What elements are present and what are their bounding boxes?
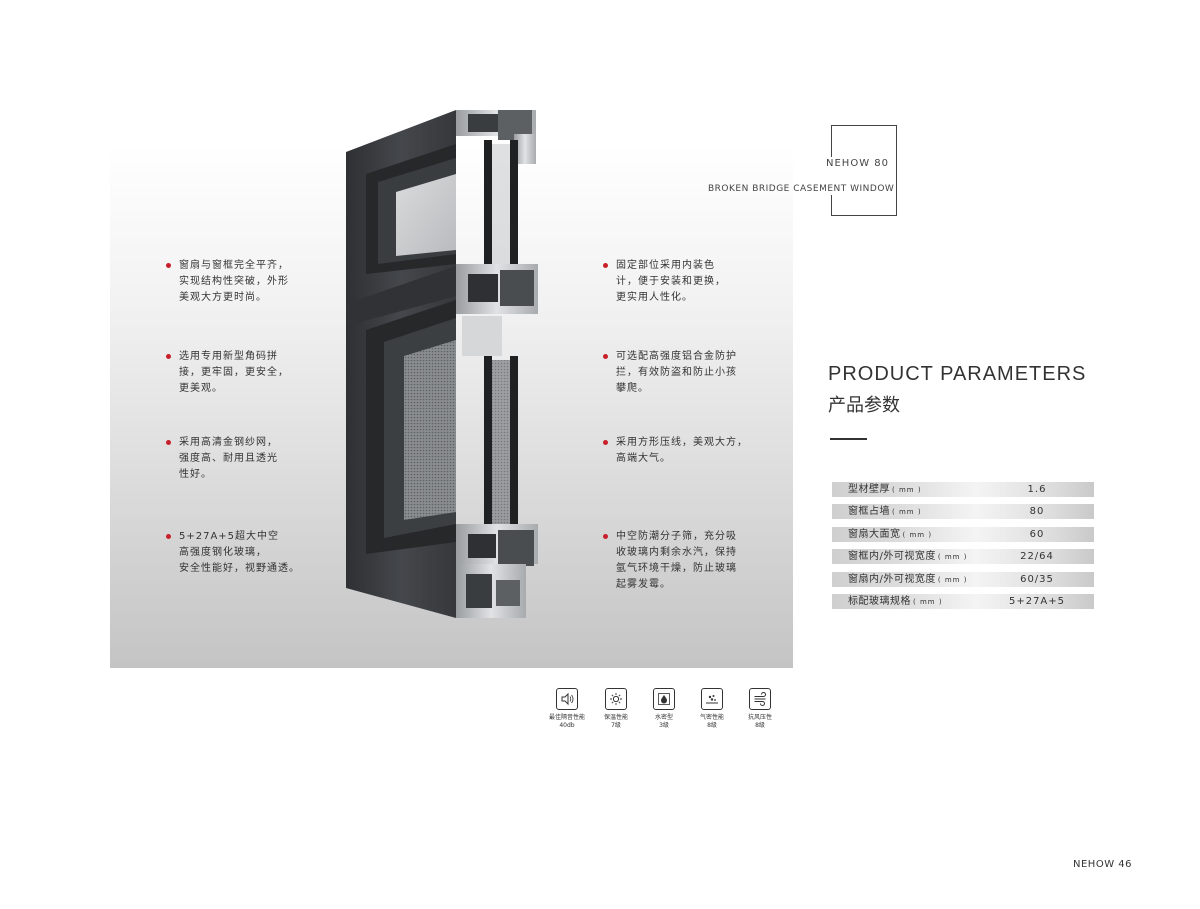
performance-item: 气密性能 8级	[688, 688, 736, 730]
parameter-value: 5+27A+5	[1008, 595, 1066, 607]
performance-item: 抗风压性 8级	[736, 688, 784, 730]
parameter-row: 窗扇内/外可视宽度( mm ) 60/35	[832, 571, 1094, 587]
page-number: NEHOW 46	[1073, 859, 1132, 870]
performance-name: 水密型	[654, 714, 673, 721]
feature-left-3: 采用高清金钢纱网， 强度高、耐用且透光 性好。	[166, 435, 278, 483]
parameters-title-cn: 产品参数	[828, 395, 900, 416]
title-frame-gap	[820, 157, 890, 195]
parameter-row: 窗框内/外可视宽度( mm ) 22/64	[832, 549, 1094, 565]
bullet-dot	[166, 440, 171, 445]
window-profile-illustration	[346, 110, 538, 618]
parameter-label: 窗框占墙	[848, 506, 890, 518]
bullet-dot	[603, 263, 608, 268]
performance-name: 气密性能	[699, 714, 724, 721]
parameter-unit: ( mm )	[937, 553, 968, 562]
product-subtitle: BROKEN BRIDGE CASEMENT WINDOW	[708, 184, 895, 194]
parameter-unit: ( mm )	[902, 530, 933, 539]
feature-left-2: 选用专用新型角码拼 接，更牢固，更安全， 更美观。	[166, 349, 289, 397]
parameter-label: 型材壁厚	[848, 484, 890, 495]
parameter-row: 型材壁厚( mm ) 1.6	[832, 482, 1094, 497]
bullet-dot	[166, 263, 171, 268]
bullet-dot	[603, 354, 608, 359]
performance-level: 3级	[659, 722, 669, 729]
performance-icons: 最佳隔音性能 40db 保温性能 7级 水密型 3级 气密性能 8级 抗风压性 …	[548, 688, 778, 738]
water-tightness-icon	[653, 688, 675, 710]
bullet-dot	[603, 534, 608, 539]
parameter-label: 标配玻璃规格	[848, 595, 911, 607]
performance-name: 抗风压性	[747, 714, 772, 721]
bullet-dot	[603, 440, 608, 445]
sound-insulation-icon	[556, 688, 578, 710]
feature-right-3: 采用方形压线，美观大方， 高端大气。	[603, 435, 748, 467]
parameter-label: 窗框内/外可视宽度	[848, 551, 936, 563]
performance-name: 保温性能	[603, 714, 628, 721]
performance-name: 最佳隔音性能	[548, 714, 585, 721]
performance-item: 保温性能 7级	[592, 688, 640, 730]
performance-level: 40db	[559, 722, 575, 729]
performance-level: 8级	[707, 722, 717, 729]
parameter-row: 标配玻璃规格( mm ) 5+27A+5	[832, 593, 1094, 609]
bullet-dot	[166, 534, 171, 539]
parameter-value: 80	[1029, 506, 1045, 518]
parameter-value: 1.6	[1027, 484, 1047, 495]
bullet-dot	[166, 354, 171, 359]
wind-pressure-icon	[749, 688, 771, 710]
parameters-table: 型材壁厚( mm ) 1.6 窗框占墙( mm ) 80 窗扇大面宽( mm )…	[832, 482, 1094, 616]
parameter-row: 窗扇大面宽( mm ) 60	[832, 526, 1094, 542]
parameter-label: 窗扇内/外可视宽度	[848, 573, 936, 585]
feature-right-1: 固定部位采用内装色 计，便于安装和更换， 更实用人性化。	[603, 258, 726, 306]
thermal-insulation-icon	[605, 688, 627, 710]
parameter-unit: ( mm )	[937, 575, 968, 584]
parameter-label: 窗扇大面宽	[848, 528, 901, 540]
parameter-value: 60	[1029, 528, 1045, 540]
parameter-unit: ( mm )	[913, 597, 943, 606]
parameter-value: 22/64	[1020, 551, 1054, 563]
performance-level: 8级	[755, 722, 765, 729]
feature-left-1: 窗扇与窗框完全平齐， 实现结构性突破，外形 美观大方更时尚。	[166, 258, 289, 306]
parameter-unit: ( mm )	[892, 486, 922, 494]
parameters-title-en: PRODUCT PARAMETERS	[828, 363, 1087, 385]
title-underline	[830, 438, 867, 440]
model-name: NEHOW 80	[826, 158, 889, 169]
parameter-value: 60/35	[1020, 573, 1054, 585]
parameter-row: 窗框占墙( mm ) 80	[832, 504, 1094, 520]
feature-right-2: 可选配高强度铝合金防护 拦，有效防盗和防止小孩 攀爬。	[603, 349, 737, 397]
performance-level: 7级	[611, 722, 621, 729]
performance-item: 最佳隔音性能 40db	[543, 688, 591, 730]
feature-left-4: 5+27A+5超大中空 高强度钢化玻璃， 安全性能好，视野通透。	[166, 529, 300, 577]
performance-item: 水密型 3级	[640, 688, 688, 730]
parameter-unit: ( mm )	[892, 508, 922, 517]
air-tightness-icon	[701, 688, 723, 710]
feature-right-4: 中空防潮分子筛，充分吸 收玻璃内剩余水汽，保持 氩气环境干燥，防止玻璃 起雾发霉…	[603, 529, 737, 593]
